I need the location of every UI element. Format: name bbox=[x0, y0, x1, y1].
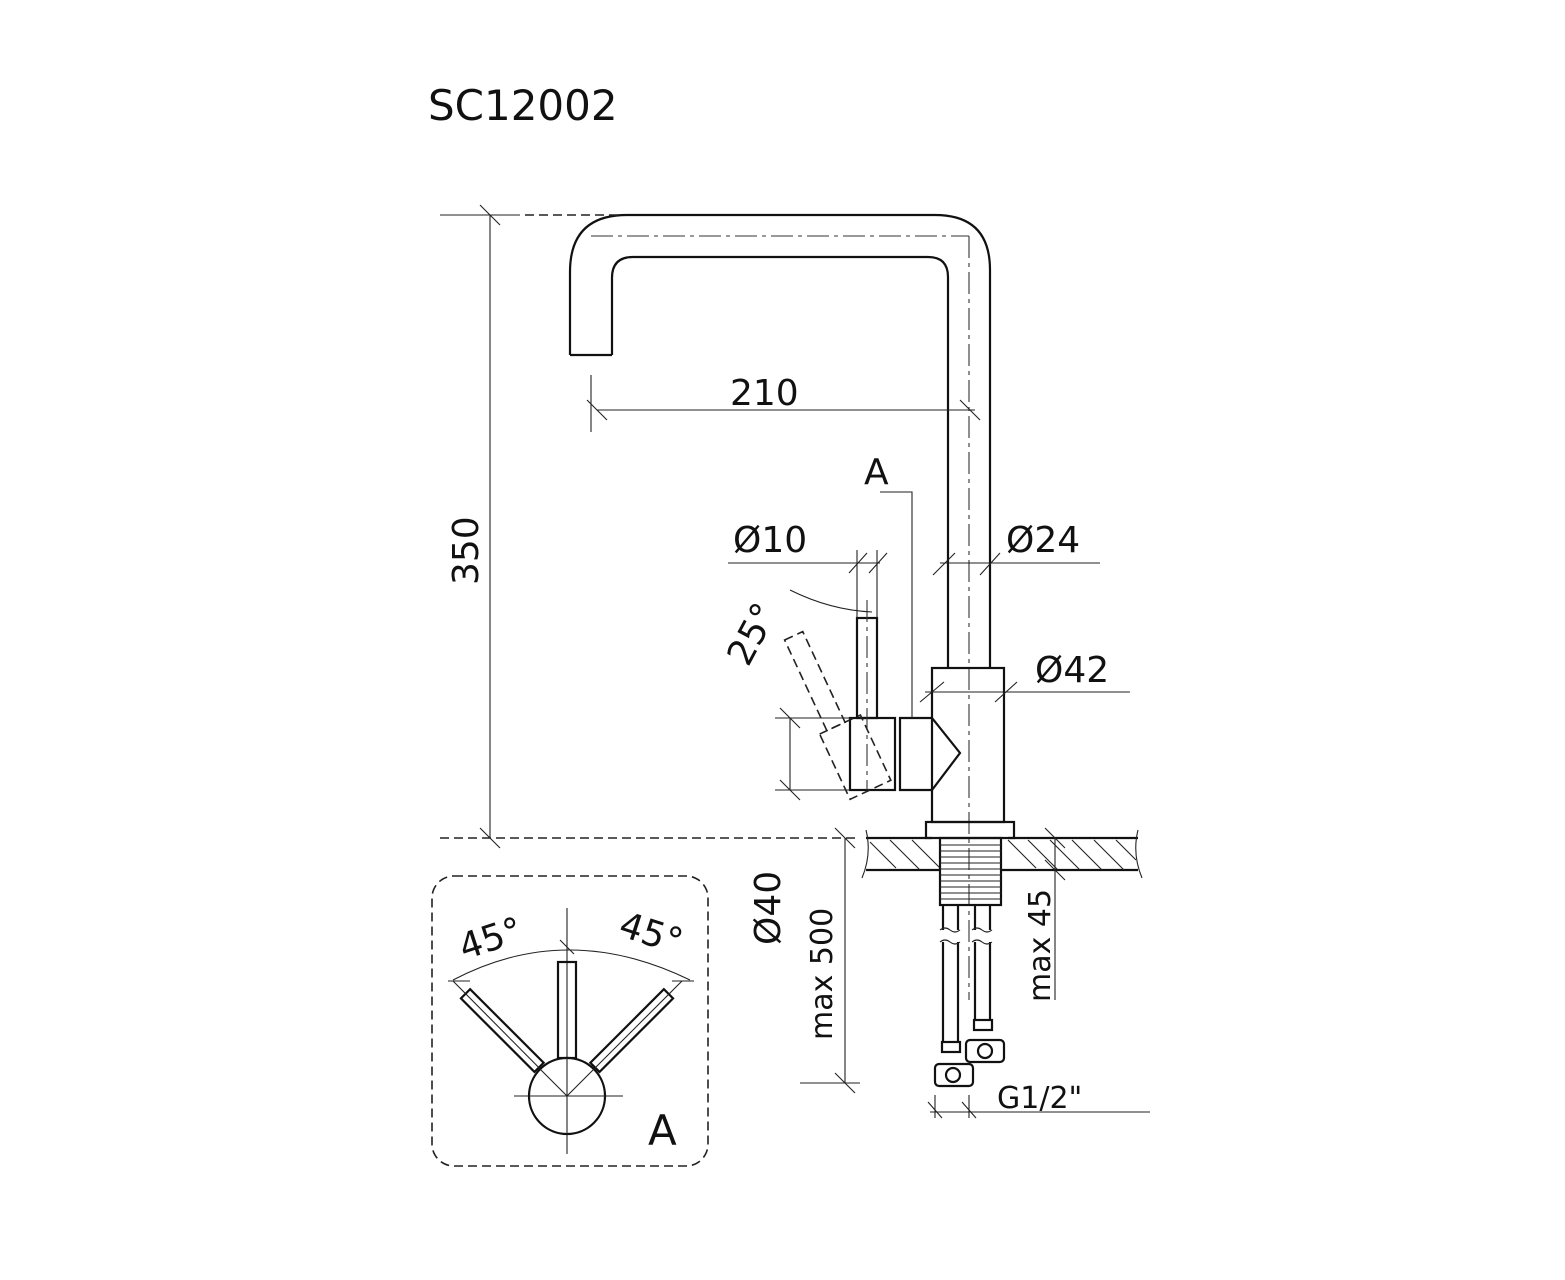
dim-lever-tilt: 25° bbox=[720, 597, 786, 673]
angle-right-45: 45° bbox=[614, 905, 687, 964]
countertop-section bbox=[861, 829, 1143, 907]
dim-handle-diameter: Ø40 bbox=[748, 871, 789, 945]
dim-body-diameter: Ø42 bbox=[1035, 650, 1109, 691]
dim-reach-210: 210 bbox=[730, 373, 799, 414]
supply-hoses bbox=[933, 905, 1006, 1088]
faucet-body bbox=[783, 600, 1016, 840]
section-label-a: A bbox=[864, 452, 889, 493]
dim-connection: G1/2" bbox=[997, 1081, 1082, 1116]
dim-hose-length: max 500 bbox=[805, 908, 840, 1040]
dim-spout-diameter: Ø24 bbox=[1006, 520, 1080, 561]
dim-height-350: 350 bbox=[446, 516, 487, 585]
dim-counter-thickness: max 45 bbox=[1023, 889, 1058, 1002]
detail-view-a bbox=[431, 875, 709, 1167]
angle-left-45: 45° bbox=[454, 910, 527, 969]
dim-lever-diameter: Ø10 bbox=[733, 520, 807, 561]
dimension-lines bbox=[440, 204, 1150, 1119]
spout bbox=[568, 213, 992, 1000]
model-title: SC12002 bbox=[428, 81, 618, 130]
detail-label-a: A bbox=[648, 1106, 677, 1155]
